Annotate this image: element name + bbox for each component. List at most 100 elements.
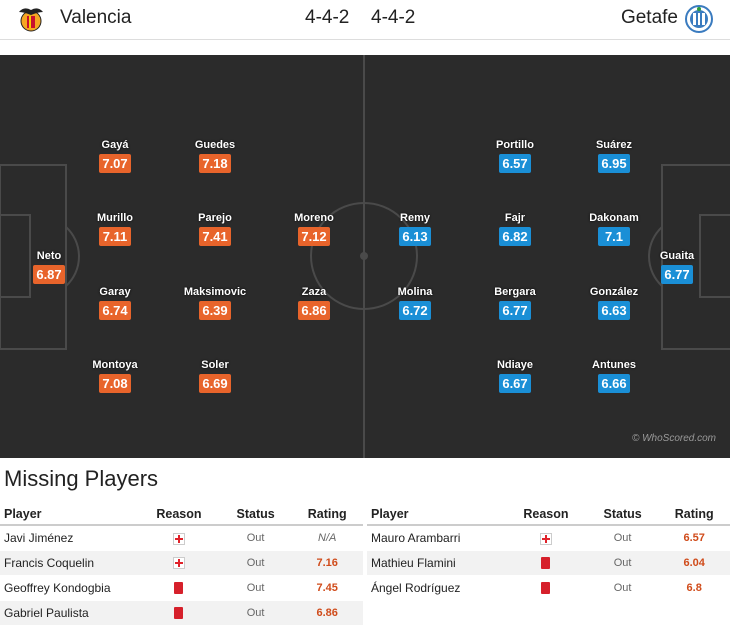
- missing-player-name[interactable]: Gabriel Paulista: [0, 600, 139, 625]
- player-rating: 6.86: [298, 301, 330, 320]
- player-home-11[interactable]: Zaza 6.86: [279, 286, 349, 320]
- player-home-8[interactable]: Maksimovic 6.39: [180, 286, 250, 320]
- col-status[interactable]: Status: [219, 503, 292, 526]
- player-home-10[interactable]: Moreno 7.12: [279, 212, 349, 246]
- table-row: Mauro Arambarri Out 6.57: [367, 525, 730, 551]
- player-name: Fajr: [504, 212, 526, 224]
- red-card-icon: [174, 582, 184, 595]
- player-rating: 6.67: [499, 374, 531, 393]
- player-rating: 7.11: [99, 227, 131, 246]
- missing-player-name[interactable]: Javi Jiménez: [0, 525, 139, 551]
- player-rating: 6.72: [399, 301, 431, 320]
- valencia-bat-crest-icon[interactable]: [16, 4, 46, 34]
- away-team-name[interactable]: Getafe: [620, 7, 678, 28]
- player-rating: 7.08: [99, 374, 131, 393]
- injury-cross-icon: [172, 532, 185, 545]
- player-name: Guedes: [194, 139, 236, 151]
- missing-players-title: Missing Players: [4, 466, 159, 491]
- missing-player-name[interactable]: Mathieu Flamini: [367, 550, 506, 576]
- player-name: Maksimovic: [183, 286, 247, 298]
- player-name: Antunes: [592, 359, 636, 371]
- table-row: Ángel Rodríguez Out 6.8: [367, 575, 730, 601]
- player-rating: 7.18: [199, 154, 231, 173]
- player-away-9[interactable]: González 6.63: [579, 286, 649, 320]
- missing-player-name[interactable]: Ángel Rodríguez: [367, 575, 506, 601]
- missing-status: Out: [586, 575, 659, 601]
- player-name: Gayá: [101, 139, 129, 151]
- player-home-6[interactable]: Guedes 7.18: [180, 139, 250, 173]
- pitch: Neto 6.87 Gayá 7.07 Murillo 7.11 Garay 6…: [0, 55, 730, 458]
- player-home-9[interactable]: Soler 6.69: [180, 359, 250, 393]
- player-name: Guaita: [659, 250, 695, 262]
- col-reason[interactable]: Reason: [138, 503, 220, 526]
- player-rating: 6.57: [499, 154, 531, 173]
- player-rating: 7.1: [598, 227, 630, 246]
- player-name: Montoya: [92, 359, 138, 371]
- player-rating: 6.39: [199, 301, 231, 320]
- player-away-6[interactable]: Ndiaye 6.67: [480, 359, 550, 393]
- player-name: Portillo: [496, 139, 534, 151]
- missing-player-name[interactable]: Mauro Arambarri: [367, 525, 506, 551]
- player-name: Ndiaye: [496, 359, 534, 371]
- col-rating[interactable]: Rating: [291, 503, 363, 526]
- player-rating: 6.82: [499, 227, 531, 246]
- player-away-4[interactable]: Fajr 6.82: [480, 212, 550, 246]
- player-name: Soler: [201, 359, 229, 371]
- table-row: Mathieu Flamini Out 6.04: [367, 550, 730, 576]
- player-name: Remy: [400, 212, 430, 224]
- table-row: Javi Jiménez Out N/A: [0, 525, 363, 551]
- player-home-5[interactable]: Montoya 7.08: [80, 359, 150, 393]
- player-home-4[interactable]: Garay 6.74: [80, 286, 150, 320]
- player-away-10[interactable]: Antunes 6.66: [579, 359, 649, 393]
- player-away-1[interactable]: Remy 6.13: [380, 212, 450, 246]
- missing-player-name[interactable]: Geoffrey Kondogbia: [0, 575, 139, 601]
- player-away-7[interactable]: Suárez 6.95: [579, 139, 649, 173]
- match-header: Valencia 4-4-2 4-4-2 Getafe: [0, 0, 730, 40]
- player-away-8[interactable]: Dakonam 7.1: [579, 212, 649, 246]
- col-status[interactable]: Status: [586, 503, 659, 526]
- missing-players-table-home: Player Reason Status Rating Javi Jiménez…: [0, 503, 363, 625]
- injury-cross-icon: [539, 532, 552, 545]
- player-rating: 6.87: [33, 265, 65, 284]
- player-away-11[interactable]: Guaita 6.77: [642, 250, 712, 284]
- injury-cross-icon: [172, 557, 185, 570]
- player-home-7[interactable]: Parejo 7.41: [180, 212, 250, 246]
- missing-rating: 6.86: [291, 600, 363, 625]
- player-away-3[interactable]: Portillo 6.57: [480, 139, 550, 173]
- missing-rating: 7.16: [291, 550, 363, 576]
- player-rating: 6.77: [499, 301, 531, 320]
- player-name: González: [589, 286, 639, 298]
- missing-status: Out: [219, 550, 292, 576]
- player-away-5[interactable]: Bergara 6.77: [480, 286, 550, 320]
- col-player[interactable]: Player: [367, 503, 506, 526]
- player-home-1[interactable]: Neto 6.87: [14, 250, 84, 284]
- missing-status: Out: [219, 525, 292, 551]
- missing-rating: 6.8: [658, 575, 730, 601]
- col-rating[interactable]: Rating: [658, 503, 730, 526]
- player-name: Murillo: [96, 212, 134, 224]
- player-name: Bergara: [494, 286, 536, 298]
- whoscored-watermark: © WhoScored.com: [631, 433, 716, 444]
- player-away-2[interactable]: Molina 6.72: [380, 286, 450, 320]
- player-name: Parejo: [198, 212, 232, 224]
- player-home-2[interactable]: Gayá 7.07: [80, 139, 150, 173]
- player-rating: 6.95: [598, 154, 630, 173]
- home-team-name[interactable]: Valencia: [60, 7, 132, 28]
- player-rating: 6.74: [99, 301, 131, 320]
- player-rating: 7.12: [298, 227, 330, 246]
- col-player[interactable]: Player: [0, 503, 139, 526]
- missing-status: Out: [219, 575, 292, 601]
- red-card-icon: [541, 557, 551, 570]
- player-name: Dakonam: [589, 212, 639, 224]
- player-home-3[interactable]: Murillo 7.11: [80, 212, 150, 246]
- missing-status: Out: [586, 550, 659, 576]
- missing-rating: 7.45: [291, 575, 363, 601]
- col-reason[interactable]: Reason: [505, 503, 587, 526]
- missing-rating: 6.04: [658, 550, 730, 576]
- pitch-lines: [0, 55, 730, 458]
- player-name: Moreno: [294, 212, 334, 224]
- getafe-crest-icon[interactable]: [684, 4, 714, 34]
- red-card-icon: [541, 582, 551, 595]
- red-card-icon: [174, 607, 184, 620]
- missing-player-name[interactable]: Francis Coquelin: [0, 550, 139, 576]
